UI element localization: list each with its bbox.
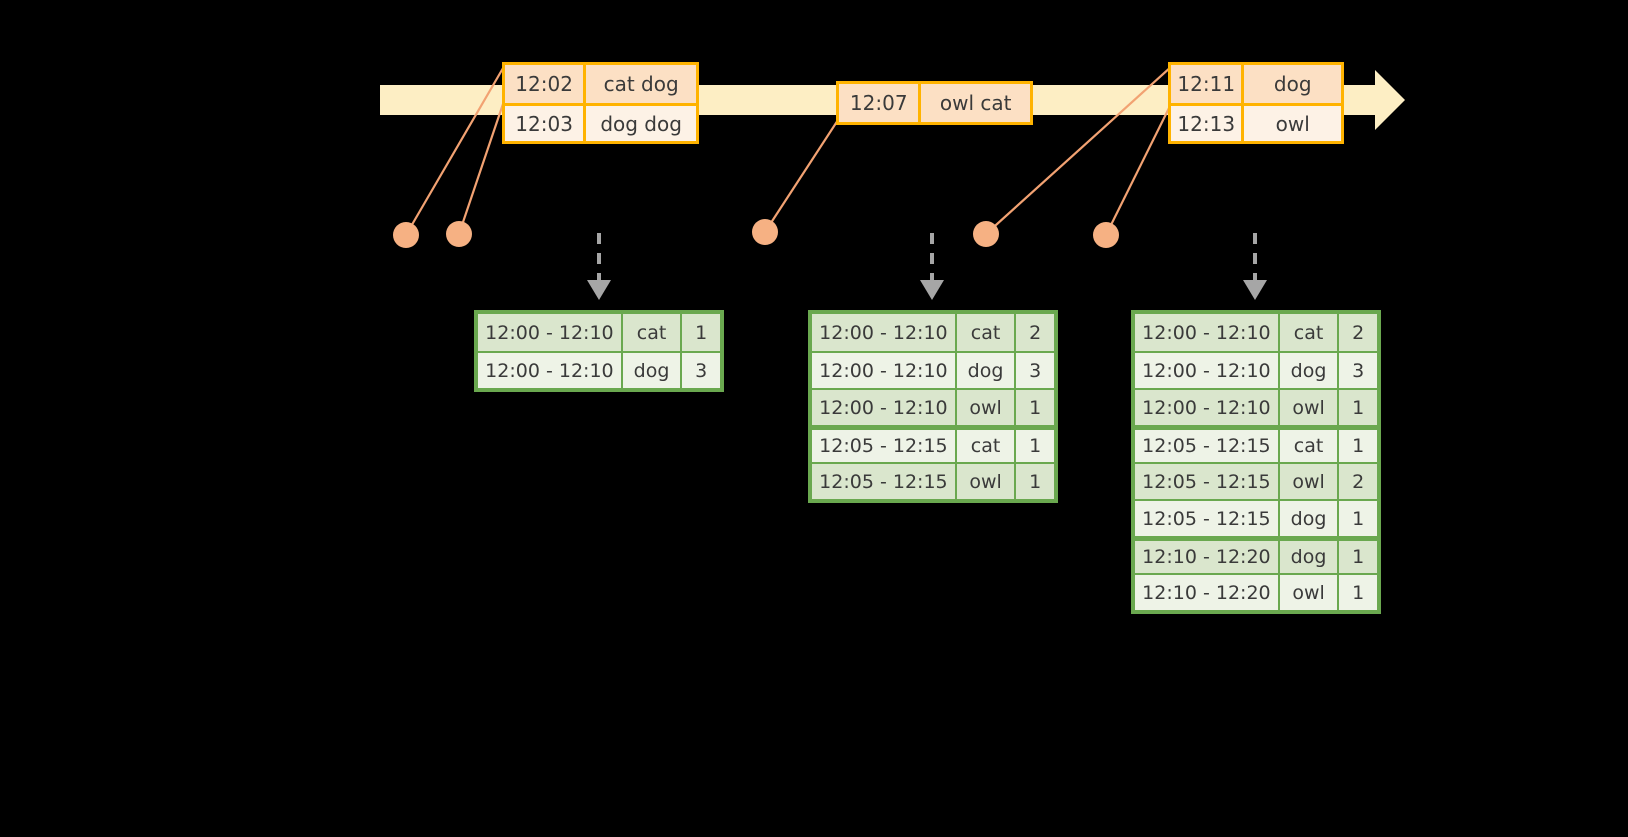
count-cell: 3 [1339, 353, 1377, 388]
window-cell: 12:00 - 12:10 [812, 390, 957, 425]
flow-arrow-1-head [587, 280, 611, 300]
window-cell: 12:05 - 12:15 [1135, 464, 1280, 499]
window-cell: 12:00 - 12:10 [1135, 314, 1280, 351]
count-cell: 1 [1339, 501, 1377, 536]
count-cell: 2 [1016, 314, 1054, 351]
event-time: 12:13 [1171, 106, 1245, 141]
window-cell: 12:00 - 12:10 [812, 314, 957, 351]
key-cell: owl [1279, 575, 1340, 610]
event-timeline-arrowhead [1375, 70, 1405, 130]
key-cell: cat [956, 314, 1017, 351]
source-dot-5 [1093, 222, 1119, 248]
count-cell: 1 [682, 314, 720, 351]
event-row: 12:03 dog dog [505, 103, 696, 141]
count-cell: 1 [1339, 541, 1377, 573]
count-cell: 1 [1016, 430, 1054, 462]
window-cell: 12:05 - 12:15 [1135, 501, 1280, 536]
window-cell: 12:00 - 12:10 [1135, 390, 1280, 425]
event-message: dog dog [586, 106, 696, 141]
count-cell: 3 [682, 353, 720, 388]
window-cell: 12:00 - 12:10 [478, 314, 623, 351]
key-cell: cat [622, 314, 683, 351]
key-cell: dog [1279, 501, 1340, 536]
source-dot-2 [446, 221, 472, 247]
source-dot-4 [973, 221, 999, 247]
count-cell: 1 [1339, 575, 1377, 610]
key-cell: owl [956, 464, 1017, 499]
window-cell: 12:05 - 12:15 [812, 430, 957, 462]
window-cell: 12:00 - 12:10 [478, 353, 623, 388]
source-dot-3 [752, 219, 778, 245]
event-box-1: 12:02 cat dog 12:03 dog dog [502, 62, 699, 144]
window-cell: 12:00 - 12:10 [1135, 353, 1280, 388]
key-cell: dog [1279, 353, 1340, 388]
count-cell: 1 [1339, 430, 1377, 462]
wire-3 [764, 119, 839, 233]
event-time: 12:03 [505, 106, 587, 141]
event-row: 12:07 owl cat [839, 84, 1030, 122]
window-cell: 12:10 - 12:20 [1135, 575, 1280, 610]
event-message: owl cat [921, 84, 1030, 122]
key-cell: dog [1279, 541, 1340, 573]
window-cell: 12:05 - 12:15 [812, 464, 957, 499]
event-box-2: 12:07 owl cat [836, 81, 1033, 125]
flow-arrow-2-head [920, 280, 944, 300]
count-cell: 1 [1016, 390, 1054, 425]
event-message: cat dog [586, 65, 696, 103]
key-cell: dog [622, 353, 683, 388]
flow-arrow-3-head [1243, 280, 1267, 300]
key-cell: owl [956, 390, 1017, 425]
event-time: 12:02 [505, 65, 587, 103]
key-cell: cat [1279, 314, 1340, 351]
event-row: 12:02 cat dog [505, 65, 696, 103]
window-cell: 12:10 - 12:20 [1135, 541, 1280, 573]
event-time: 12:07 [839, 84, 922, 122]
event-row: 12:13 owl [1171, 103, 1341, 141]
key-cell: cat [956, 430, 1017, 462]
window-cell: 12:05 - 12:15 [1135, 430, 1280, 462]
key-cell: owl [1279, 464, 1340, 499]
key-cell: dog [956, 353, 1017, 388]
count-cell: 2 [1339, 314, 1377, 351]
wire-2 [457, 100, 506, 235]
count-cell: 1 [1339, 390, 1377, 425]
event-time: 12:11 [1171, 65, 1245, 103]
key-cell: cat [1279, 430, 1340, 462]
event-box-3: 12:11 dog 12:13 owl [1168, 62, 1344, 144]
key-cell: owl [1279, 390, 1340, 425]
wire-5 [1105, 101, 1173, 236]
source-dot-1 [393, 222, 419, 248]
window-cell: 12:00 - 12:10 [812, 353, 957, 388]
event-message: dog [1244, 65, 1341, 103]
count-cell: 1 [1016, 464, 1054, 499]
event-row: 12:11 dog [1171, 65, 1341, 103]
event-message: owl [1244, 106, 1341, 141]
count-cell: 2 [1339, 464, 1377, 499]
count-cell: 3 [1016, 353, 1054, 388]
